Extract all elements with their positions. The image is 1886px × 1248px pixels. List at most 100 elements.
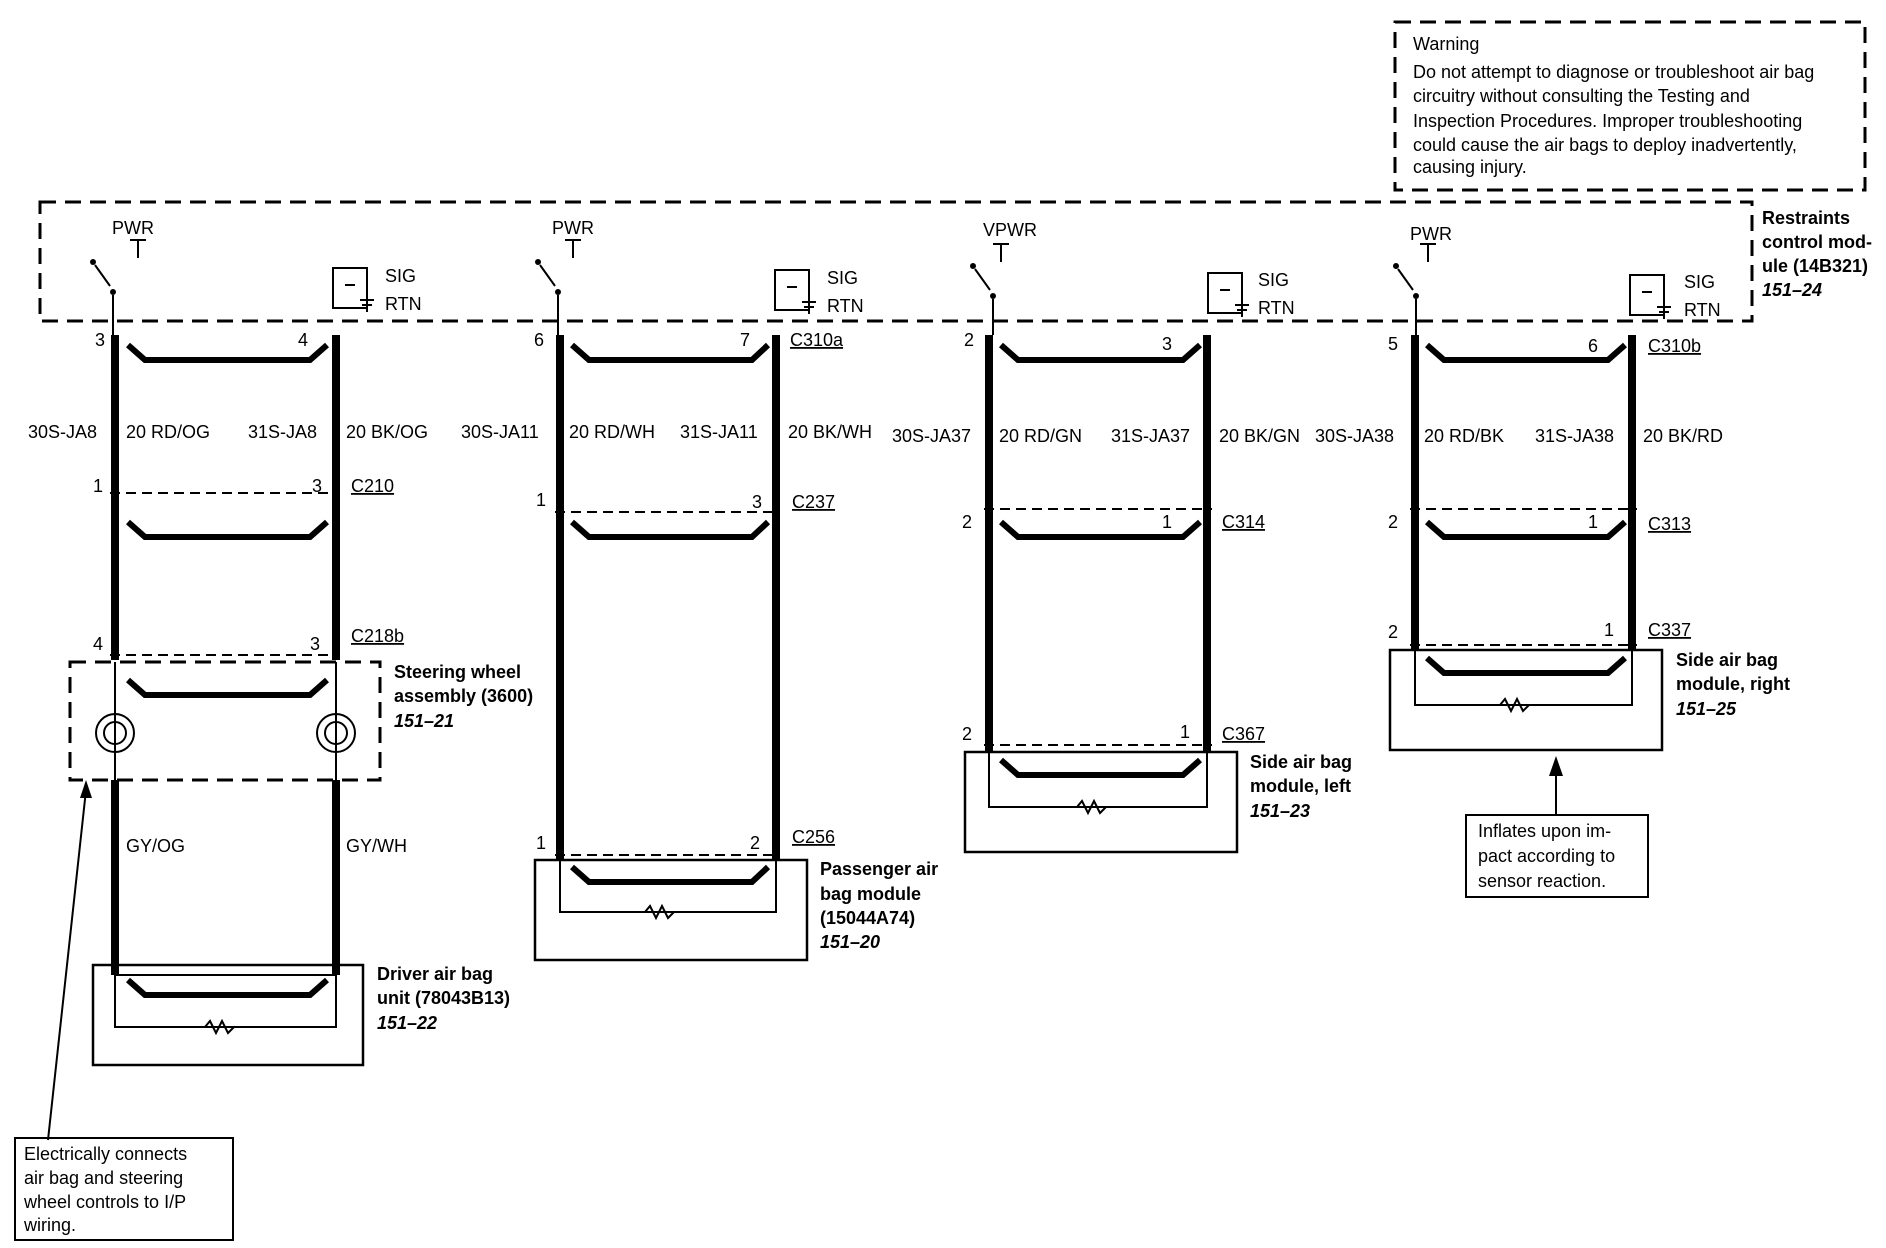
component-name-line: Passenger air xyxy=(820,859,938,879)
component-name-line: Side air bag xyxy=(1250,752,1352,772)
connector-name: C237 xyxy=(792,492,835,512)
sig-label: SIG xyxy=(385,266,416,286)
resistor-icon xyxy=(204,1018,235,1036)
power-label: VPWR xyxy=(983,220,1037,240)
sig-label: SIG xyxy=(827,268,858,288)
pin-label: 2 xyxy=(1388,512,1398,532)
wire-color: 20 RD/WH xyxy=(569,422,655,442)
inflates-note: Inflates upon im- pact according to sens… xyxy=(1465,756,1649,898)
pin-label: 1 xyxy=(1588,512,1598,532)
sig-rtn-symbol: SIG RTN xyxy=(774,268,864,316)
component-name-line: unit (78043B13) xyxy=(377,988,510,1008)
rtn-label: RTN xyxy=(827,296,864,316)
component-name-line: Side air bag xyxy=(1676,650,1778,670)
pin-label: 3 xyxy=(310,634,320,654)
circuit-side-left: VPWR SIG RTN 2 3 30S-JA37 20 RD/GN 31S-J… xyxy=(892,220,1352,854)
sig-label: SIG xyxy=(1684,272,1715,292)
component-name-line: (15044A74) xyxy=(820,908,915,928)
pin-label: 7 xyxy=(740,330,750,350)
assembly-name-line: Steering wheel xyxy=(394,662,521,682)
sig-rtn-symbol: SIG RTN xyxy=(1207,270,1295,318)
pin-label: 3 xyxy=(312,476,322,496)
warning-line: causing injury. xyxy=(1413,157,1527,177)
circuit-driver: PWR SIG RTN 3 4 30S-JA8 20 RD/OG 31S-JA8… xyxy=(28,218,533,1067)
wire-color: 20 BK/WH xyxy=(788,422,872,442)
component-name-line: Driver air bag xyxy=(377,964,493,984)
circuit-number: 30S-JA8 xyxy=(28,422,97,442)
component-ref: 151–25 xyxy=(1676,699,1737,719)
pin-label: 1 xyxy=(536,833,546,853)
power-label: PWR xyxy=(1410,224,1452,244)
connector-name: C218b xyxy=(351,626,404,646)
pin-label: 4 xyxy=(298,330,308,350)
wire-color: 20 RD/GN xyxy=(999,426,1082,446)
pin-label: 1 xyxy=(536,490,546,510)
clockspring-icon xyxy=(316,713,356,753)
pin-label: 5 xyxy=(1388,334,1398,354)
note-line: sensor reaction. xyxy=(1478,871,1606,891)
pin-label: 4 xyxy=(93,634,103,654)
clockspring-note: Electrically connects air bag and steeri… xyxy=(14,780,234,1241)
warning-line: could cause the air bags to deploy inadv… xyxy=(1413,135,1797,155)
circuit-number: 31S-JA8 xyxy=(248,422,317,442)
note-line: pact according to xyxy=(1478,846,1615,866)
pin-label: 1 xyxy=(1180,722,1190,742)
rtn-label: RTN xyxy=(385,294,422,314)
steering-wheel-assembly xyxy=(68,660,382,782)
clockspring-icon xyxy=(95,713,135,753)
power-switch: PWR xyxy=(90,218,154,335)
connector-name: C337 xyxy=(1648,620,1691,640)
component-ref: 151–23 xyxy=(1250,801,1310,821)
resistor-icon xyxy=(1499,696,1530,714)
warning-line: circuitry without consulting the Testing… xyxy=(1413,86,1750,106)
pin-label: 6 xyxy=(1588,336,1598,356)
circuit-number: 31S-JA37 xyxy=(1111,426,1190,446)
power-switch: VPWR xyxy=(970,220,1037,335)
restraints-control-module: Restraints control mod- ule (14B321) 151… xyxy=(38,200,1872,323)
sig-rtn-symbol: SIG RTN xyxy=(332,266,422,314)
note-line: wheel controls to I/P xyxy=(23,1192,186,1212)
assembly-name-line: assembly (3600) xyxy=(394,686,533,706)
module-name-line: Restraints xyxy=(1762,208,1850,228)
pin-label: 2 xyxy=(964,330,974,350)
pin-label: 2 xyxy=(1388,622,1398,642)
note-line: Electrically connects xyxy=(24,1144,187,1164)
wire-color: 20 BK/RD xyxy=(1643,426,1723,446)
warning-line: Do not attempt to diagnose or troublesho… xyxy=(1413,62,1814,82)
passenger-air-bag-module: Passenger air bag module (15044A74) 151–… xyxy=(533,858,938,962)
circuit-side-right: PWR SIG RTN 5 6 C310b 30S-JA38 20 RD/BK … xyxy=(1315,224,1790,752)
warning-box: Warning Do not attempt to diagnose or tr… xyxy=(1393,20,1867,192)
note-line: wiring. xyxy=(23,1215,76,1235)
connector-name: C314 xyxy=(1222,512,1265,532)
note-line: Inflates upon im- xyxy=(1478,821,1611,841)
circuit-passenger: PWR SIG RTN 6 7 C310a 30S-JA11 20 RD/WH … xyxy=(461,218,938,962)
wire-color: 20 BK/OG xyxy=(346,422,428,442)
circuit-number: 30S-JA11 xyxy=(461,422,539,442)
pin-label: 2 xyxy=(750,833,760,853)
circuit-number: 31S-JA38 xyxy=(1535,426,1614,446)
module-name-line: ule (14B321) xyxy=(1762,256,1868,276)
wire-color: 20 BK/GN xyxy=(1219,426,1300,446)
component-name-line: module, right xyxy=(1676,674,1790,694)
component-ref: 151–22 xyxy=(377,1013,437,1033)
driver-air-bag-unit: Driver air bag unit (78043B13) 151–22 xyxy=(91,963,510,1067)
wire-color: GY/OG xyxy=(126,836,185,856)
circuit-number: 30S-JA38 xyxy=(1315,426,1394,446)
warning-title: Warning xyxy=(1413,34,1479,54)
power-switch: PWR xyxy=(1393,224,1452,335)
side-air-bag-module-right: Side air bag module, right 151–25 xyxy=(1388,648,1790,752)
connector-name: C313 xyxy=(1648,514,1691,534)
pin-label: 1 xyxy=(93,476,103,496)
component-ref: 151–20 xyxy=(820,932,880,952)
side-air-bag-module-left: Side air bag module, left 151–23 xyxy=(963,750,1352,854)
connector-name: C310a xyxy=(790,330,844,350)
pin-label: 1 xyxy=(1604,620,1614,640)
arrow-up-icon xyxy=(80,780,92,798)
circuit-number: 30S-JA37 xyxy=(892,426,971,446)
sig-label: SIG xyxy=(1258,270,1289,290)
pin-label: 6 xyxy=(534,330,544,350)
power-switch: PWR xyxy=(535,218,594,335)
pin-label: 1 xyxy=(1162,512,1172,532)
connector-name: C210 xyxy=(351,476,394,496)
